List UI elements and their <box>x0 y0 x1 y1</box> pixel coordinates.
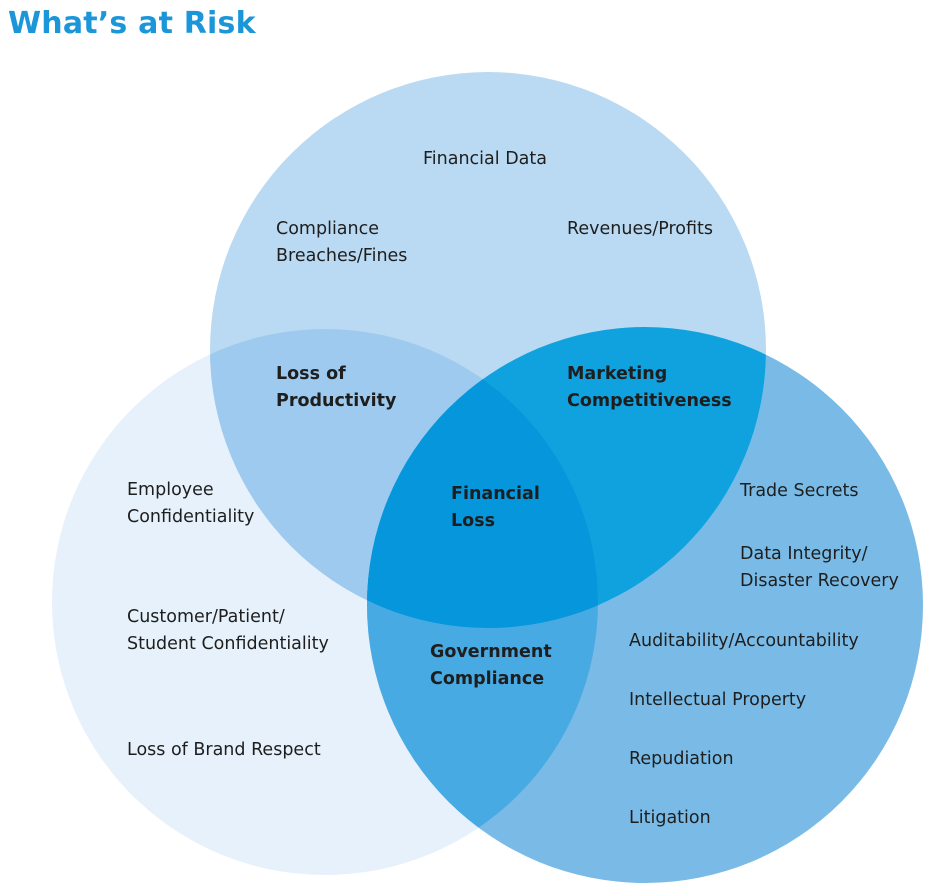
page-title: What’s at Risk <box>8 6 256 41</box>
label-revenues-profits: Revenues/Profits <box>567 219 713 239</box>
label-compliance-breaches: Compliance Breaches/Fines <box>276 219 408 266</box>
label-financial-data: Financial Data <box>423 149 547 169</box>
label-customer-confidentiality: Customer/Patient/ Student Confidentialit… <box>127 607 329 654</box>
label-litigation: Litigation <box>629 808 711 828</box>
label-trade-secrets: Trade Secrets <box>740 481 859 501</box>
label-auditability: Auditability/Accountability <box>629 631 859 651</box>
label-employee-confidentiality: Employee Confidentiality <box>127 480 255 527</box>
label-financial-loss: Financial Loss <box>451 484 540 531</box>
label-intellectual-property: Intellectual Property <box>629 690 807 710</box>
label-government-compliance: Government Compliance <box>430 642 552 689</box>
label-loss-of-brand-respect: Loss of Brand Respect <box>127 740 321 760</box>
label-loss-of-productivity: Loss of Productivity <box>276 364 397 411</box>
label-data-integrity: Data Integrity/ Disaster Recovery <box>740 544 899 591</box>
label-repudiation: Repudiation <box>629 749 734 769</box>
label-marketing-competitiveness: Marketing Competitiveness <box>567 364 732 411</box>
